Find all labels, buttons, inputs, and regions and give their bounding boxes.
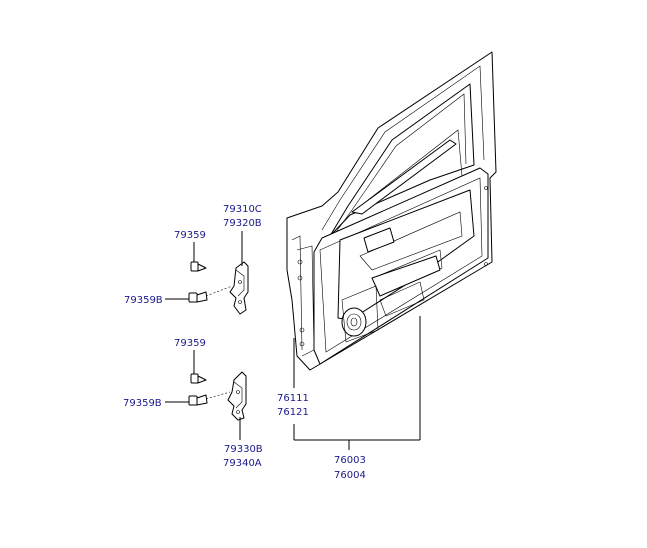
lower-hinge [227, 371, 247, 421]
label-79359B-upper: 79359B [124, 295, 163, 306]
label-79359-upper: 79359 [174, 230, 206, 241]
label-76003: 76003 [334, 455, 366, 466]
lower-bolt [190, 373, 207, 384]
label-79359B-lower: 79359B [123, 398, 162, 409]
label-79340A: 79340A [223, 458, 262, 469]
label-79320B: 79320B [223, 218, 262, 229]
label-76004: 76004 [334, 470, 366, 481]
leader-lines [165, 231, 421, 450]
label-76121: 76121 [277, 407, 309, 418]
label-79330B: 79330B [224, 444, 263, 455]
lower-flange-bolt [188, 394, 208, 406]
upper-bolt [190, 261, 207, 272]
upper-hinge [229, 261, 249, 315]
label-79310C: 79310C [223, 204, 262, 215]
label-76111: 76111 [277, 393, 309, 404]
label-79359-lower: 79359 [174, 338, 206, 349]
front-door-shell [286, 51, 497, 371]
upper-flange-bolt [188, 291, 208, 303]
